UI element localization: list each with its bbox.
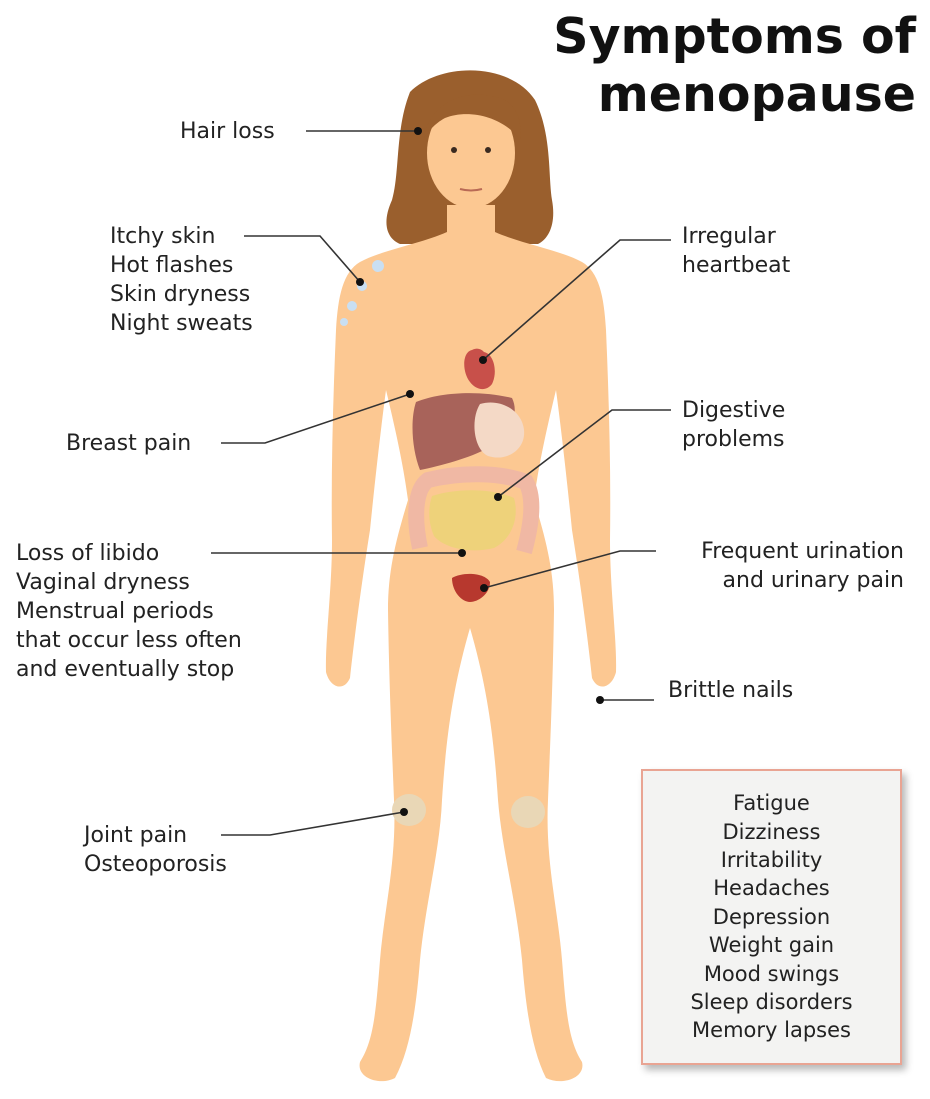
- label-hair-loss: Hair loss: [180, 117, 275, 146]
- general-symptom-item: Headaches: [713, 874, 830, 902]
- label-breast-pain: Breast pain: [66, 429, 191, 458]
- label-skin-symptoms: Itchy skin Hot flashes Skin dryness Nigh…: [110, 222, 253, 338]
- label-urination: Frequent urination and urinary pain: [701, 537, 904, 595]
- general-symptom-item: Memory lapses: [692, 1016, 851, 1044]
- label-reproductive-symptoms: Loss of libido Vaginal dryness Menstrual…: [16, 539, 242, 684]
- small-intestine: [429, 490, 516, 550]
- label-irregular-heartbeat: Irregular heartbeat: [682, 222, 790, 280]
- right-eye: [485, 147, 491, 153]
- left-eye: [451, 147, 457, 153]
- knee-joints: [392, 794, 545, 828]
- general-symptom-item: Mood swings: [704, 960, 839, 988]
- label-brittle-nails: Brittle nails: [668, 676, 793, 705]
- general-symptom-item: Irritability: [721, 846, 823, 874]
- general-symptom-item: Sleep disorders: [690, 988, 852, 1016]
- title-line-2: menopause: [553, 66, 916, 124]
- general-symptom-item: Fatigue: [733, 789, 810, 817]
- diagram-title: Symptoms of menopause: [553, 8, 916, 124]
- body-silhouette: [326, 205, 616, 1081]
- label-digestive-problems: Digestive problems: [682, 396, 785, 454]
- title-line-1: Symptoms of: [553, 8, 916, 66]
- general-symptoms-box: Fatigue Dizziness Irritability Headaches…: [641, 769, 902, 1065]
- general-symptom-item: Depression: [713, 903, 830, 931]
- general-symptom-item: Weight gain: [709, 931, 834, 959]
- label-joint-symptoms: Joint pain Osteoporosis: [84, 821, 227, 879]
- general-symptom-item: Dizziness: [723, 818, 821, 846]
